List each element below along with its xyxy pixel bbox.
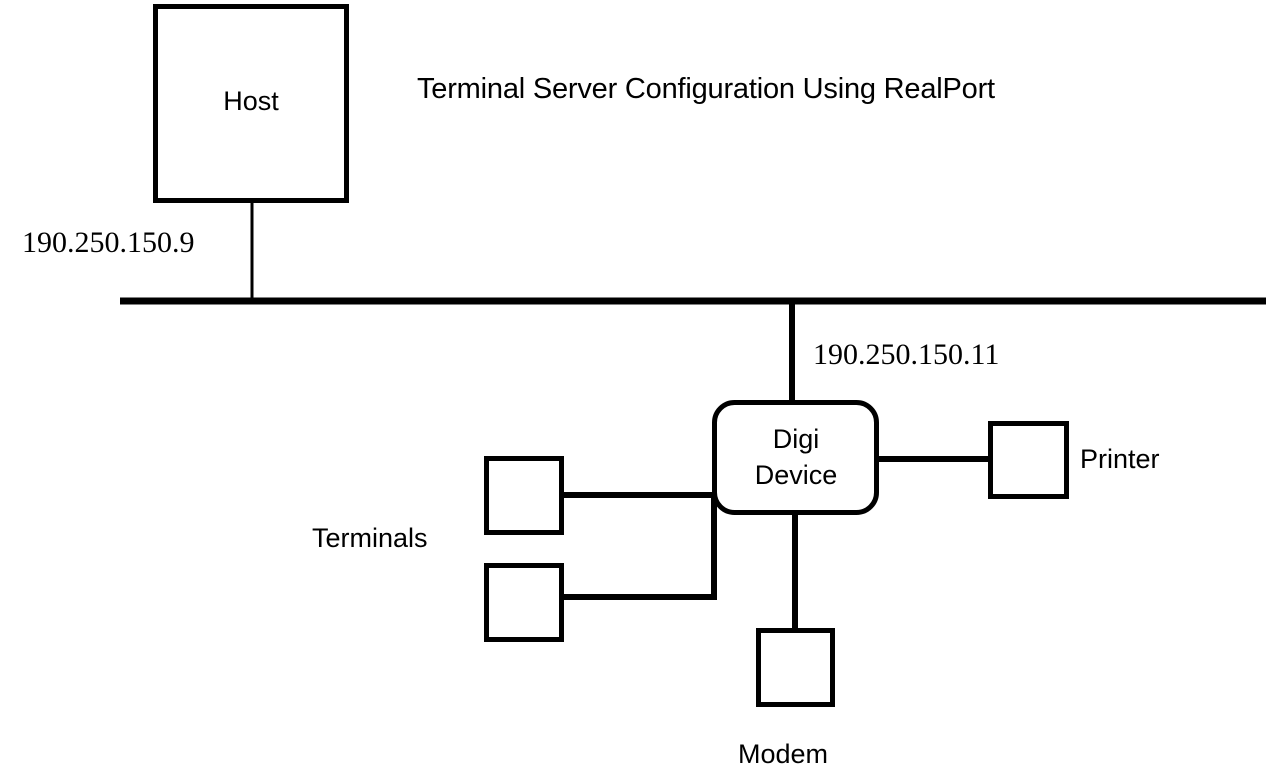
printer-label: Printer: [1080, 444, 1160, 474]
modem-box: [756, 628, 835, 707]
digi-device-label-line2: Device: [755, 460, 838, 490]
terminals-label: Terminals: [312, 523, 428, 553]
host-box: [153, 4, 349, 203]
host-ip-label: 190.250.150.9: [22, 226, 195, 259]
host-label: Host: [223, 86, 279, 116]
terminal-box-2: [484, 563, 564, 642]
terminal-box-1: [484, 456, 564, 535]
modem-label: Modem: [738, 739, 828, 769]
printer-box: [988, 421, 1069, 499]
digi-device-box: [712, 400, 879, 515]
diagram-title: Terminal Server Configuration Using Real…: [417, 73, 995, 105]
digi-ip-label: 190.250.150.11: [813, 338, 999, 371]
digi-device-label-line1: Digi: [773, 424, 820, 454]
